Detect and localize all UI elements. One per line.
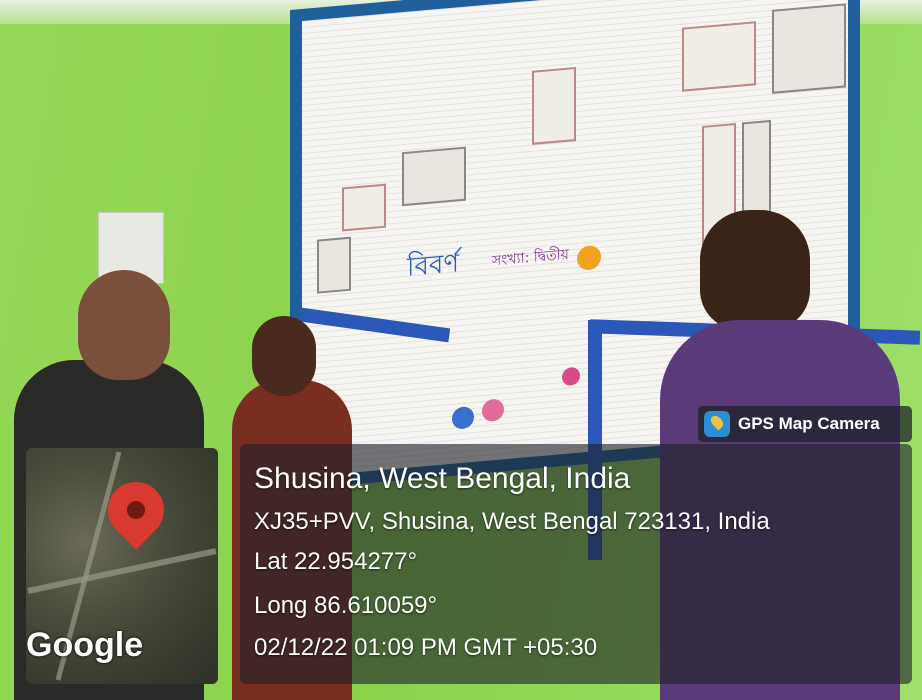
news-column (742, 119, 771, 217)
person-head (252, 316, 316, 396)
magazine-title: বিবর্ণ (407, 248, 460, 283)
person-head (700, 210, 810, 330)
address-text: XJ35+PVV, Shusina, West Bengal 723131, I… (254, 508, 770, 535)
news-clipping (402, 146, 466, 207)
place-name: Shusina, West Bengal, India (254, 462, 631, 495)
location-info-panel (240, 444, 912, 684)
map-thumbnail: Google (26, 448, 218, 684)
person-head (78, 270, 170, 380)
flower-decoration (562, 366, 580, 387)
map-road (27, 548, 217, 594)
map-pin-center (127, 501, 145, 519)
latitude-text: Lat 22.954277° (254, 548, 418, 575)
photo-clipping (342, 183, 386, 232)
news-clipping (682, 21, 756, 92)
datetime-text: 02/12/22 01:09 PM GMT +05:30 (254, 634, 598, 661)
google-logo: Google (26, 626, 144, 664)
badge-label: GPS Map Camera (738, 414, 880, 433)
news-clipping (772, 3, 846, 94)
magazine-issue: সংখ্যা: দ্বিতীয় (492, 246, 569, 270)
photo-clipping (317, 236, 351, 294)
gps-camera-icon (704, 411, 730, 437)
flower-decoration (452, 405, 474, 430)
longitude-text: Long 86.610059° (254, 592, 438, 619)
gps-camera-badge: GPS Map Camera (698, 406, 912, 442)
flower-decoration (577, 244, 601, 271)
flower-decoration (482, 398, 504, 423)
emblem-clipping (532, 66, 576, 145)
